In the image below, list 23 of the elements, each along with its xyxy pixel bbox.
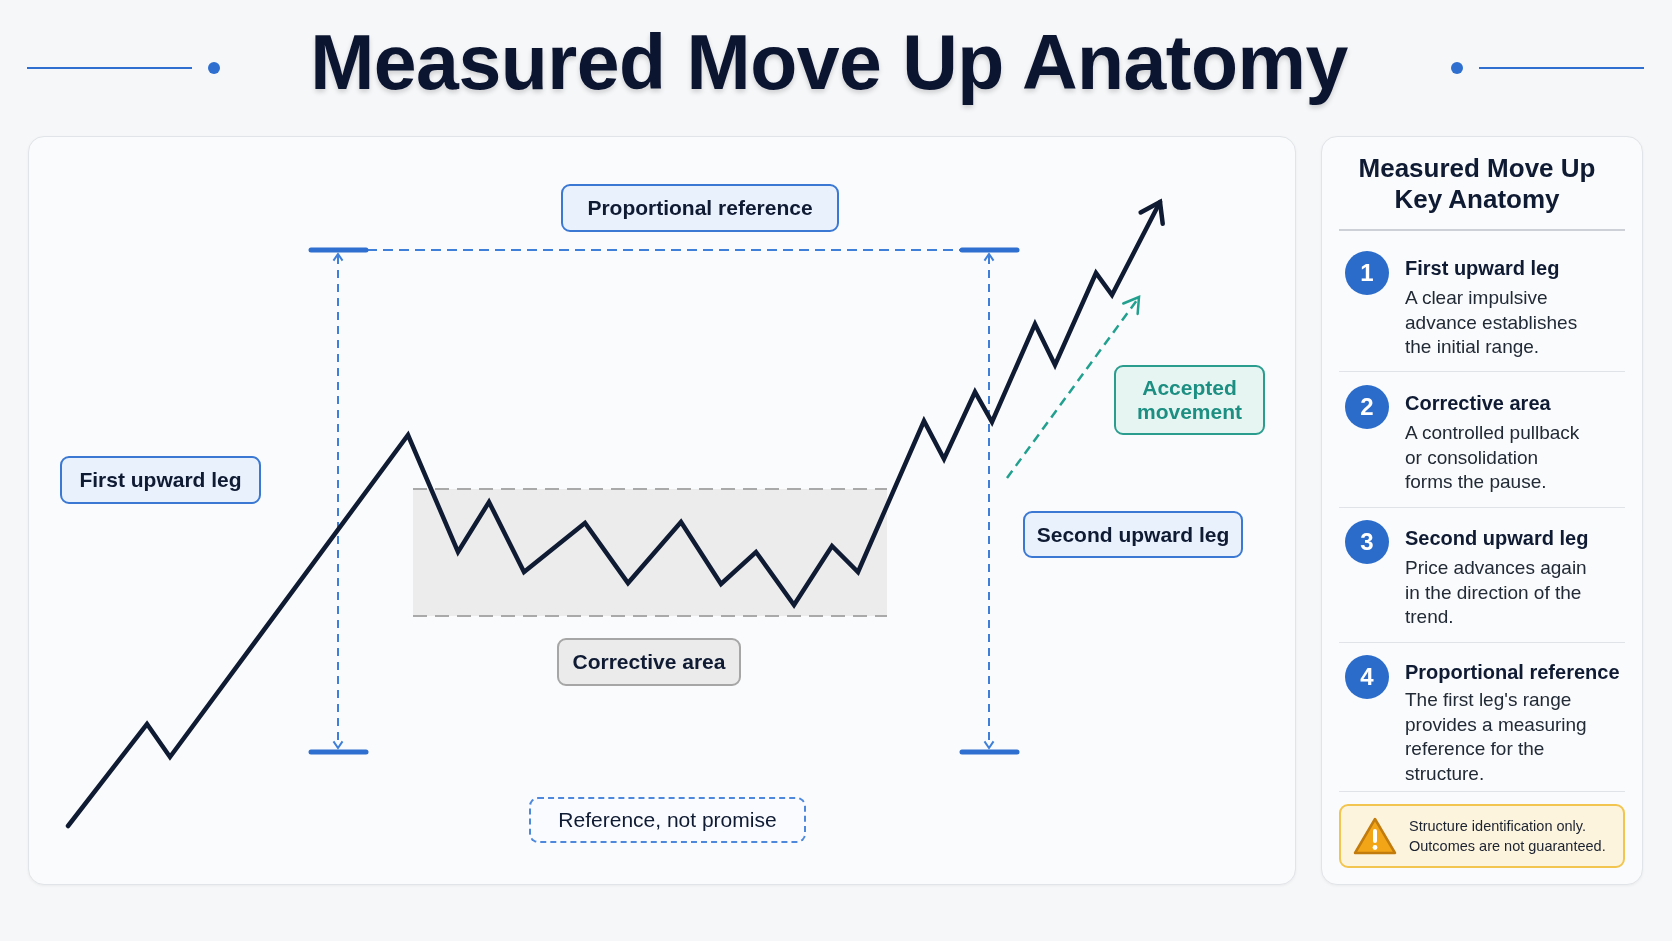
annotation-label: Reference, not promise (529, 797, 806, 843)
annotation-label: First upward leg (60, 456, 261, 504)
annotation-label: Corrective area (557, 638, 741, 686)
step-title: First upward leg (1405, 256, 1560, 280)
warning-text: Structure identification only. Outcomes are not guaranteed. (1409, 817, 1607, 856)
number-circle: 2 (1345, 385, 1389, 429)
number-circle: 1 (1345, 251, 1389, 295)
annotation-label: Second upward leg (1023, 511, 1243, 558)
warning-callout (1339, 804, 1625, 868)
panel-heading: Measured Move Up Key Anatomy (1357, 153, 1597, 215)
step-title: Corrective area (1405, 391, 1551, 415)
info-panel (1321, 136, 1643, 885)
annotation-label: Proportional reference (561, 184, 839, 232)
step-description: The first leg's range provides a measuring reference for the structure. (1405, 688, 1588, 786)
number-circle: 4 (1345, 655, 1389, 699)
chart-panel (28, 136, 1296, 885)
number-circle: 3 (1345, 520, 1389, 564)
step-description: Price advances again in the direction of the trend. (1405, 556, 1588, 629)
step-description: A controlled pullback or consolidation forms the pause. (1405, 421, 1581, 494)
annotation-label: Accepted movement (1114, 365, 1265, 435)
step-description: A clear impulsive advance establishes the initial range. (1405, 286, 1579, 359)
step-title: Second upward leg (1405, 526, 1589, 550)
step-title: Proportional reference (1405, 660, 1620, 684)
